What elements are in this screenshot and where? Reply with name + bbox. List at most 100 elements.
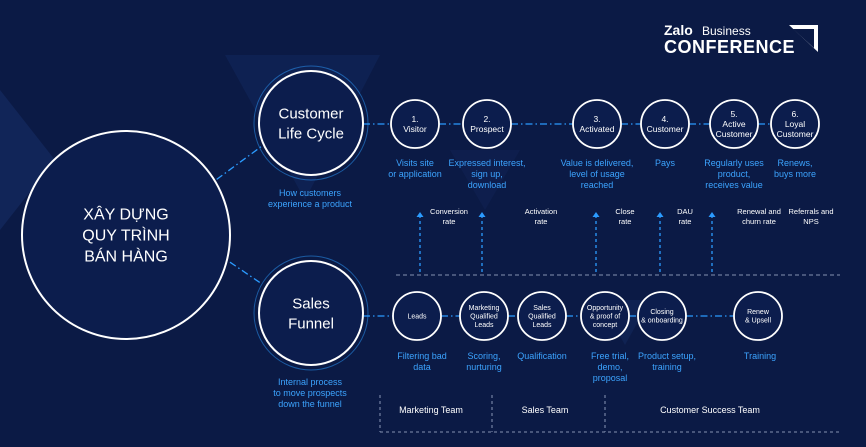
lifecycle-stage-label-line: 6. (791, 109, 798, 119)
lifecycle-stage-description-line: or application (388, 169, 442, 179)
funnel-title-line: Funnel (288, 315, 334, 332)
funnel-stage-description-line: nurturing (466, 362, 502, 372)
lifecycle-stage-label: 2.Prospect (470, 114, 504, 134)
metric-arrow-1-head (478, 212, 486, 217)
metric-arrow-2-head (592, 212, 600, 217)
funnel-stage-description-line: training (652, 362, 682, 372)
lifecycle-stage-label: 1.Visitor (403, 114, 427, 134)
funnel-caption-line: Internal process (278, 377, 343, 387)
lifecycle-stage-description-line: Value is delivered, (561, 158, 634, 168)
funnel-stage-label-line: & proof of (590, 313, 620, 320)
funnel-caption-line: down the funnel (278, 399, 342, 409)
funnel-stage-description: Scoring,nurturing (466, 351, 502, 372)
metric-label-line: rate (535, 217, 548, 226)
funnel-caption-line: to move prospects (273, 388, 347, 398)
lifecycle-stage-label-line: 5. (730, 109, 737, 119)
metric-label-line: rate (679, 217, 692, 226)
bg-triangle-mid (450, 150, 520, 210)
lifecycle-stage-label-line: Activated (580, 124, 615, 134)
metric-label-line: Renewal and (737, 207, 781, 216)
lifecycle-stage-description-line: receives value (705, 180, 763, 190)
lifecycle-stage-label-line: Prospect (470, 124, 504, 134)
brand-zalo: Zalo (664, 22, 693, 38)
metric-arrow-3-head (656, 212, 664, 217)
funnel-stage-description: Product setup,training (638, 351, 696, 372)
funnel-circle (258, 260, 364, 366)
funnel-stage-description-line: Filtering bad (397, 351, 447, 361)
funnel-stage-node (637, 291, 687, 341)
lifecycle-caption-line: How customers (279, 188, 342, 198)
funnel-stage-description-line: Product setup, (638, 351, 696, 361)
metric-label-line: Activation (525, 207, 558, 216)
funnel-stage-description-line: Training (744, 351, 776, 361)
lifecycle-stage-label-line: 2. (483, 114, 490, 124)
lifecycle-stage-description-line: buys more (774, 169, 816, 179)
funnel-stage-label-line: Sales (533, 305, 551, 312)
lifecycle-stage-label-line: Visitor (403, 124, 427, 134)
lifecycle-stage-node (640, 99, 690, 149)
funnel-stage-label-line: Leads (407, 313, 427, 320)
funnel-stage-node (733, 291, 783, 341)
funnel-stage-description-line: proposal (593, 373, 628, 383)
funnel-stage-description-line: Qualification (517, 351, 567, 361)
metric-label-line: Referrals and (788, 207, 833, 216)
lifecycle-title-line: Life Cycle (278, 125, 344, 142)
lifecycle-stage-label-line: 4. (661, 114, 668, 124)
lifecycle-stage-description-line: product, (718, 169, 751, 179)
funnel-stage-description-line: demo, (597, 362, 622, 372)
funnel-stage-label-line: & Upsell (745, 318, 772, 325)
brand-conference: CONFERENCE (664, 37, 795, 57)
lifecycle-stage-description-line: Pays (655, 158, 676, 168)
main-to-funnel-connector (217, 253, 263, 285)
lifecycle-stage-description-line: sign up, (471, 169, 503, 179)
funnel-stage-label-line: Qualified (528, 313, 556, 320)
lifecycle-stage-node (462, 99, 512, 149)
funnel-stage-label-line: Leads (474, 322, 494, 329)
funnel-stage-node (517, 291, 567, 341)
lifecycle-stage-label-line: Loyal (785, 119, 805, 129)
lifecycle-stage-label-line: Customer (647, 124, 684, 134)
funnel-halo (253, 255, 369, 371)
lifecycle-stage-description-line: download (468, 180, 507, 190)
lifecycle-stage-node (390, 99, 440, 149)
funnel-stage-description-line: Free trial, (591, 351, 629, 361)
lifecycle-stage-label-line: 1. (411, 114, 418, 124)
funnel-stage-description: Training (744, 351, 776, 361)
lifecycle-stage-node (572, 99, 622, 149)
funnel-stage-description: Free trial,demo,proposal (591, 351, 629, 383)
team-label: Marketing Team (399, 405, 463, 415)
lifecycle-title-line: Customer (278, 105, 343, 122)
main-title-line: QUY TRÌNH (82, 226, 169, 245)
lifecycle-stage-description-line: reached (581, 180, 614, 190)
metric-label-line: Close (615, 207, 634, 216)
lifecycle-stage-description-line: Regularly uses (704, 158, 764, 168)
funnel-stage-label-line: Marketing (469, 305, 500, 312)
metric-label-line: NPS (803, 217, 818, 226)
diagram-nodes (21, 65, 820, 371)
metric-label-line: rate (443, 217, 456, 226)
lifecycle-stage-description: Renews,buys more (774, 158, 816, 179)
metric-arrow-4-head (708, 212, 716, 217)
main-title-line: BÁN HÀNG (84, 247, 168, 266)
funnel-stage-node (580, 291, 630, 341)
funnel-stage-node (459, 291, 509, 341)
main-circle (21, 130, 231, 340)
funnel-stage-description-line: Scoring, (467, 351, 500, 361)
funnel-stage-label-line: Qualified (470, 313, 498, 320)
